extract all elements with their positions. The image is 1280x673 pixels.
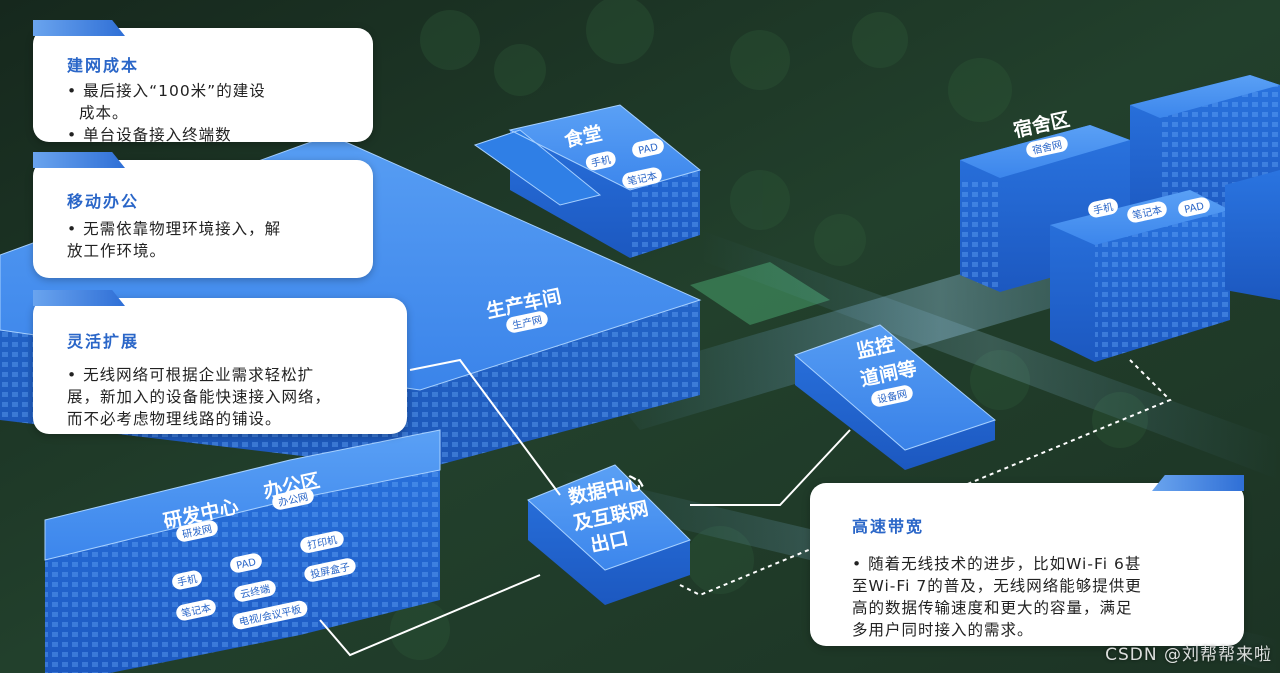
network-links — [319, 358, 1172, 657]
tag-office-phone: 手机 — [172, 570, 202, 590]
card-line: • 无线网络可根据企业需求轻松扩 — [67, 366, 315, 384]
card-line: • 无需依靠物理环境接入，解 — [67, 220, 282, 238]
card-flexible-expansion: 灵活扩展 • 无线网络可根据企业需求轻松扩 展，新加入的设备能快速接入网络， 而… — [33, 290, 407, 434]
svg-text:PAD: PAD — [637, 142, 659, 157]
tag-office-net: 办公网 — [272, 488, 314, 510]
card-line: 展，新加入的设备能快速接入网络， — [67, 388, 332, 406]
svg-text:PAD: PAD — [1183, 201, 1205, 216]
tag-canteen-phone: 手机 — [585, 151, 616, 171]
tag-office-printer: 打印机 — [300, 531, 344, 553]
card-network-cost: 建网成本 • 最后接入“100米”的建设 成本。 • 单台设备接入终端数 — [33, 20, 373, 144]
card-line: 而不必考虑物理线路的铺设。 — [67, 410, 282, 428]
tag-canteen-pad: PAD — [632, 138, 664, 158]
svg-text:手机: 手机 — [1092, 200, 1114, 217]
light-beam — [700, 230, 1280, 480]
dorm-buildings — [960, 75, 1280, 362]
tag-canteen-laptop: 笔记本 — [622, 167, 662, 189]
tag-rnd-net: 研发网 — [176, 520, 218, 542]
card-high-bandwidth: 高速带宽 • 随着无线技术的进步，比如Wi-Fi 6甚 至Wi-Fi 7的普及，… — [810, 475, 1244, 646]
tag-office-laptop: 笔记本 — [176, 599, 216, 621]
tag-office-cloud-terminal: 云终端 — [234, 580, 276, 602]
card-title: 灵活扩展 — [67, 332, 140, 351]
card-tab — [33, 152, 125, 168]
tag-dorm-net: 宿舍网 — [1026, 136, 1068, 158]
card-tab — [1152, 475, 1244, 491]
tag-dorm-phone: 手机 — [1088, 198, 1118, 218]
sports-field — [690, 262, 830, 325]
watermark: CSDN @刘帮帮来啦 — [1105, 645, 1272, 665]
tag-dorm-pad: PAD — [1178, 197, 1210, 217]
tag-office-pad: PAD — [230, 553, 262, 573]
card-line: 多用户同时接入的需求。 — [852, 621, 1034, 639]
trees — [390, 0, 1148, 660]
svg-text:手机: 手机 — [176, 572, 198, 589]
card-line: 至Wi-Fi 7的普及，无线网络能够提供更 — [852, 577, 1142, 595]
card-line: 成本。 — [79, 104, 129, 122]
card-title: 移动办公 — [67, 192, 140, 211]
svg-text:手机: 手机 — [590, 153, 612, 170]
tag-workshop-net: 生产网 — [506, 311, 548, 333]
card-line: • 随着无线技术的进步，比如Wi-Fi 6甚 — [852, 555, 1142, 573]
card-title: 建网成本 — [67, 56, 140, 75]
tag-office-cast-box: 投屏盒子 — [304, 558, 356, 582]
card-line: 高的数据传输速度和更大的容量，满足 — [852, 599, 1133, 617]
card-tab — [33, 290, 125, 306]
datacenter-building — [527, 464, 691, 605]
card-mobile-office: 移动办公 • 无需依靠物理环境接入，解 放工作环境。 — [33, 152, 373, 278]
card-line: • 单台设备接入终端数 — [67, 126, 232, 144]
card-title: 高速带宽 — [852, 517, 925, 536]
svg-text:PAD: PAD — [235, 557, 257, 572]
card-line: 放工作环境。 — [67, 242, 167, 260]
tag-monitor-net: 设备网 — [871, 385, 913, 407]
card-line: • 最后接入“100米”的建设 — [67, 82, 266, 100]
card-tab — [33, 20, 125, 36]
tag-dorm-laptop: 笔记本 — [1127, 201, 1167, 223]
